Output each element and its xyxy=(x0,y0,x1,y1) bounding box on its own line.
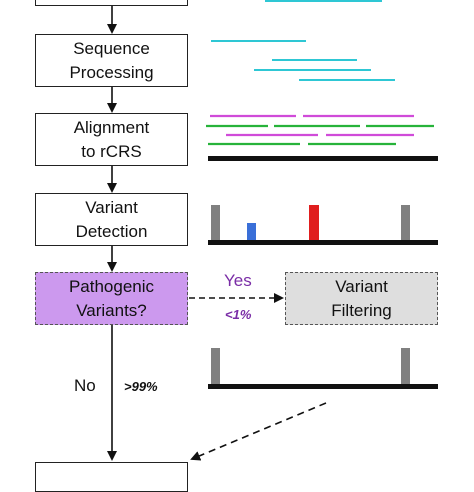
top-step-box xyxy=(35,0,188,6)
variant-marker-gray-1 xyxy=(211,205,220,240)
yes-percent-label: <1% xyxy=(225,307,252,322)
variant-filtering-label: Variant Filtering xyxy=(331,276,392,320)
diagram-graphics xyxy=(107,0,438,461)
sequence-processing-label: Sequence Processing xyxy=(69,38,154,82)
arrow-filtered-return xyxy=(190,402,327,461)
variant-marker-red xyxy=(309,205,319,240)
reference-bar-filtered xyxy=(208,384,438,389)
variant-detection-label: Variant Detection xyxy=(75,197,148,241)
no-label: No xyxy=(74,376,96,395)
alignment-label: Alignment to rCRS xyxy=(73,117,150,161)
yes-label: Yes xyxy=(224,271,252,290)
reference-bar-detection xyxy=(208,240,438,245)
pathogenic-variants-box: Pathogenic Variants? xyxy=(35,272,188,325)
variant-filtering-box: Variant Filtering xyxy=(285,272,438,325)
reference-bar-alignment xyxy=(208,156,438,161)
pathogenic-variants-label: Pathogenic Variants? xyxy=(68,276,155,320)
filtered-marker-gray-1 xyxy=(211,348,220,384)
alignment-box: Alignment to rCRS xyxy=(35,113,188,166)
filtered-marker-gray-2 xyxy=(401,348,410,384)
sequence-processing-box: Sequence Processing xyxy=(35,34,188,87)
variant-marker-blue xyxy=(247,223,256,240)
no-percent-label: >99% xyxy=(124,379,158,394)
variant-marker-gray-2 xyxy=(401,205,410,240)
variant-detection-box: Variant Detection xyxy=(35,193,188,246)
